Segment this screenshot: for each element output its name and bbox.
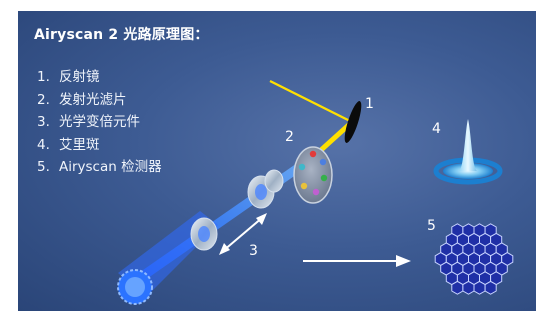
diagram-panel: Airyscan 2 光路原理图： 1.反射镜 2.发射光滤片 3.光学变倍元件…: [18, 11, 536, 311]
legend-item-detector: 5.Airyscan 检测器: [37, 159, 162, 176]
legend-label: 艾里斑: [59, 136, 100, 153]
signal-arrow-icon: [303, 255, 411, 267]
legend-label: Airyscan 检测器: [59, 159, 162, 176]
filter-slot: [320, 174, 328, 182]
callout-zoom: 3: [249, 243, 258, 259]
filter-slot: [300, 182, 308, 190]
legend-list: 1.反射镜 2.发射光滤片 3.光学变倍元件 4.艾里斑 5.Airyscan …: [37, 66, 162, 179]
legend-item-zoom-optics: 3.光学变倍元件: [37, 114, 140, 131]
zoom-double-arrow-icon: [219, 213, 267, 255]
legend-item-mirror: 1.反射镜: [37, 69, 100, 85]
lens-element-1: [190, 217, 218, 251]
legend-label: 反射镜: [59, 69, 100, 85]
detector-array: [434, 223, 514, 295]
detector-cell: [473, 280, 486, 295]
callout-airy-disk: 4: [432, 121, 441, 137]
lens-element-3: [264, 169, 284, 193]
detector-cell: [451, 280, 464, 295]
detector-cell: [484, 280, 497, 295]
airy-disk: [433, 119, 503, 185]
pinhole-gear-icon: [117, 269, 153, 305]
optical-path-illustration: 1 2 3 4 5: [117, 80, 514, 305]
filter-wheel: [293, 146, 333, 204]
filter-slot: [312, 188, 320, 196]
legend-label: 发射光滤片: [59, 91, 127, 108]
mirror: [344, 101, 362, 143]
legend-item-airy-disk: 4.艾里斑: [37, 136, 100, 153]
callout-detector: 5: [427, 218, 436, 234]
legend-label: 光学变倍元件: [59, 114, 140, 131]
filter-slot: [298, 163, 306, 171]
legend-item-emission-filter: 2.发射光滤片: [37, 91, 127, 108]
laser-beam-in: [269, 80, 353, 123]
filter-slot: [309, 150, 317, 158]
detector-cell: [462, 280, 475, 295]
callout-mirror: 1: [365, 96, 374, 112]
filter-slot: [319, 158, 327, 166]
callout-filter: 2: [285, 129, 294, 145]
diagram-title: Airyscan 2 光路原理图：: [34, 27, 209, 43]
